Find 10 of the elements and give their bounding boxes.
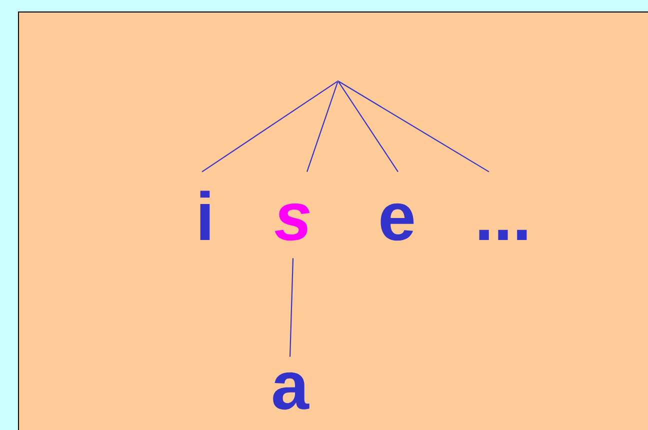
tree-line [202, 80, 338, 172]
tree-label: i [200, 190, 210, 240]
tree-label: e [380, 203, 414, 241]
tree-label: s [274, 204, 310, 241]
tree-label: a [273, 372, 310, 410]
tree-line [338, 80, 490, 172]
tree-line [306, 82, 338, 172]
tree-line [338, 81, 398, 172]
tree-label: ... [479, 230, 527, 240]
tree-line [289, 258, 294, 357]
